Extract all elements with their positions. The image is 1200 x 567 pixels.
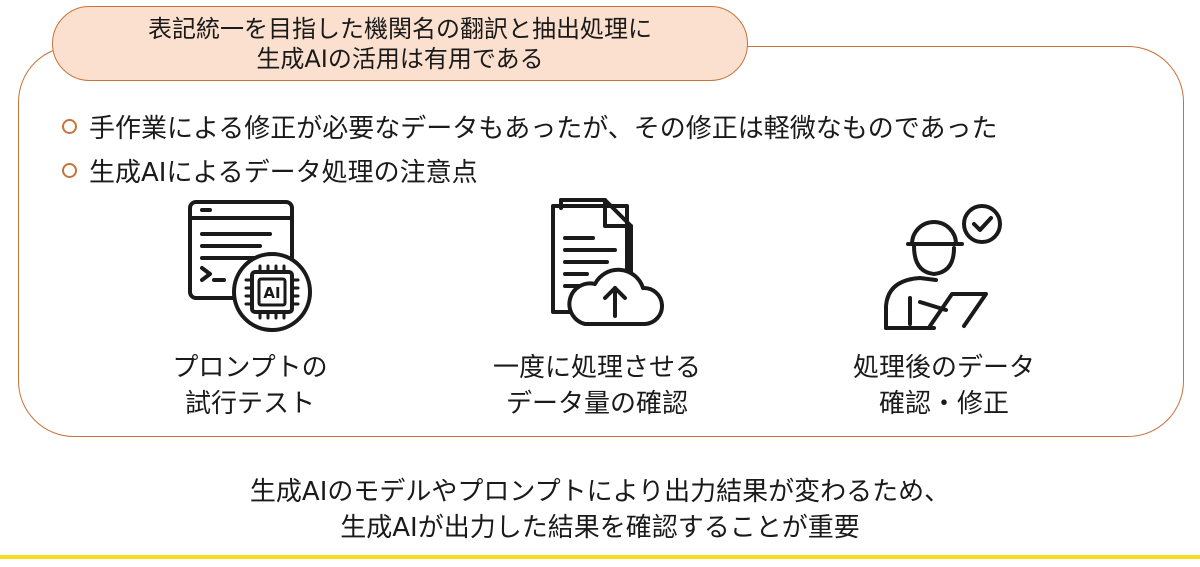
item-label-line-1: プロンプトの [172, 353, 328, 383]
item-label-line-2: 確認・修正 [878, 389, 1009, 419]
bullet-text: 手作業による修正が必要なデータもあったが、その修正は軽微なものであった [89, 113, 998, 144]
ai-chip-terminal-icon: AI [188, 200, 312, 332]
chip-label: AI [263, 284, 280, 302]
footer-underline [0, 555, 1200, 559]
circle-bullet-icon [62, 118, 77, 134]
document-cloud-upload-icon [551, 198, 665, 326]
item-prompt-test: AI プロンプトの 試行テスト [100, 198, 400, 422]
item-label-line-2: データ量の確認 [505, 389, 688, 419]
title-line-1: 表記統一を目指した機関名の翻訳と抽出処理に [148, 14, 652, 43]
bullet-item: 生成AIによるデータ処理の注意点 [62, 148, 997, 192]
item-label-line-1: 処理後のデータ [852, 353, 1035, 383]
bullet-text: 生成AIによるデータ処理の注意点 [89, 157, 478, 188]
item-label: 処理後のデータ 確認・修正 [794, 350, 1094, 422]
item-label-line-1: 一度に処理させる [492, 353, 701, 383]
title-line-2: 生成AIの活用は有用である [256, 44, 544, 73]
worker-checklist-icon [884, 204, 1002, 330]
circle-bullet-icon [62, 162, 77, 178]
conclusion-text: 生成AIのモデルやプロンプトにより出力結果が変わるため、 生成AIが出力した結果… [0, 474, 1200, 546]
item-label: 一度に処理させる データ量の確認 [447, 350, 747, 422]
bullet-list: 手作業による修正が必要なデータもあったが、その修正は軽微なものであった 生成AI… [62, 104, 997, 192]
bullet-item: 手作業による修正が必要なデータもあったが、その修正は軽微なものであった [62, 104, 997, 148]
conclusion-line-2: 生成AIが出力した結果を確認することが重要 [340, 513, 860, 543]
item-label: プロンプトの 試行テスト [100, 350, 400, 422]
item-label-line-2: 試行テスト [184, 389, 315, 419]
item-post-check: 処理後のデータ 確認・修正 [794, 198, 1094, 422]
item-data-volume: 一度に処理させる データ量の確認 [447, 198, 747, 422]
title-banner: 表記統一を目指した機関名の翻訳と抽出処理に 生成AIの活用は有用である [52, 6, 748, 81]
conclusion-line-1: 生成AIのモデルやプロンプトにより出力結果が変わるため、 [249, 477, 951, 507]
